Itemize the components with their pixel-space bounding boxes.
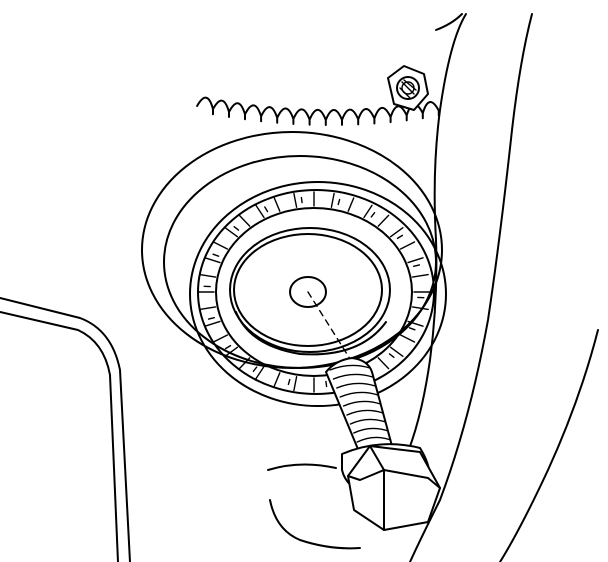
pulley-hub [229,227,391,363]
bearing-roller [199,306,217,311]
bearing-roller [224,226,239,238]
bearing-roller [293,376,298,392]
bearing-roller-edge [233,225,240,231]
bearing-roller [224,346,239,357]
bearing-roller [389,346,404,357]
bearing-roller-edge [337,198,341,206]
bearing-roller [255,365,265,380]
bolt-thread [349,418,387,425]
bearing-roller [293,192,298,209]
bolt-thread [353,427,389,434]
bolt-thread [346,409,384,416]
bearing-roller [407,257,424,264]
bolt-thread [329,364,371,371]
bearing-roller [347,197,355,212]
bearing-roller [273,372,281,387]
bolt-thread [332,373,374,380]
bolt [325,357,441,531]
bearing-roller [238,214,251,227]
bearing-roller [407,320,424,327]
engine-cover [0,13,599,562]
bearing-roller-edge [287,378,291,386]
bearing-roller-edge [325,380,328,388]
bearing-roller [377,357,390,370]
bearing-roller-edge [370,211,376,218]
bearing-roller [212,334,229,343]
bearing-roller [399,241,416,250]
bearing-roller-edge [224,344,232,350]
bearing-roller [273,197,281,212]
bearing-roller [204,320,221,327]
bolt-thread [339,391,379,398]
bearing-roller [411,273,429,278]
bearing-roller-edge [396,234,404,240]
bolt-thread [356,436,392,443]
bearing-roller [411,306,429,311]
timing-gear [196,13,463,126]
bearing-roller [363,204,373,219]
bearing-roller [238,357,251,370]
bearing-roller-edge [207,317,216,320]
bearing-roller [255,204,265,219]
bearing-roller-edge [264,206,269,213]
bearing-roller [212,241,229,250]
stud-nut [387,65,429,111]
bearing-roller-edge [252,366,258,372]
bearing-roller [389,226,404,238]
bearing-roller [199,273,217,278]
bearing-roller-edge [388,353,395,358]
bearing-roller [377,214,390,227]
bolt-thread [336,382,376,389]
bearing-roller [399,334,416,343]
bearing-roller-edge [413,264,421,267]
bearing-roller [204,257,221,264]
bearing-roller [330,192,335,209]
bearing-roller-edge [212,253,220,257]
bearing-roller-edge [300,196,303,204]
bolt-thread [342,400,382,407]
bearing-roller-edge [408,327,416,331]
